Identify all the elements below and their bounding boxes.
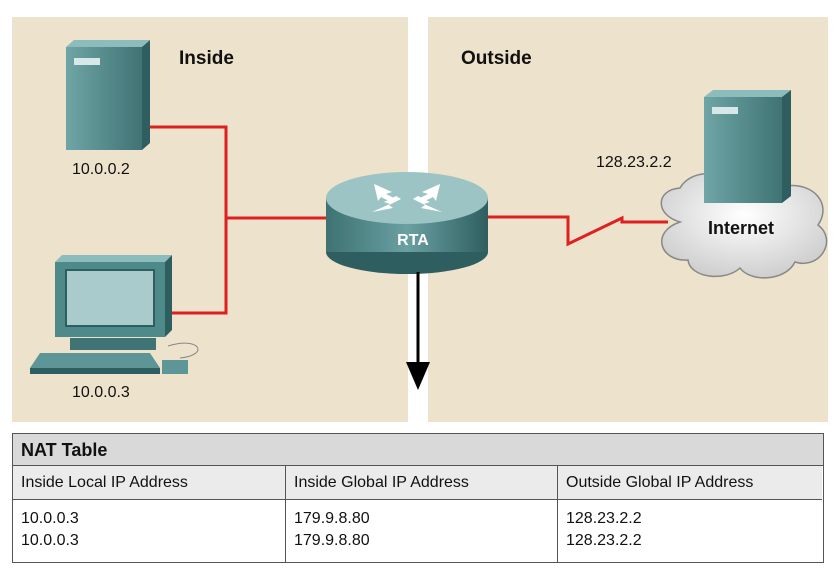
down-arrow-icon [406,272,430,390]
table-cell: 10.0.0.3 [21,510,79,527]
router-label: RTA [397,232,429,249]
link-serial-outside [488,215,668,247]
column-outside-global: 128.23.2.2 128.23.2.2 [557,500,822,562]
table-cell: 128.23.2.2 [566,510,642,527]
table-cell: 179.9.8.80 [294,510,370,527]
inside-server-ip: 10.0.0.2 [72,161,130,178]
table-cell: 128.23.2.2 [566,532,642,549]
inside-zone-label: Inside [179,48,234,69]
inside-pc-ip: 10.0.0.3 [72,384,130,401]
link-server-inside [148,125,228,218]
links [148,125,668,315]
nat-table: NAT Table Inside Local IP Address Inside… [12,433,824,563]
internet-label: Internet [707,218,774,238]
router-icon [326,172,488,274]
outside-server-ip: 128.23.2.2 [596,154,672,171]
column-inside-local: 10.0.0.3 10.0.0.3 [13,500,285,562]
column-header-inside-global: Inside Global IP Address [285,466,557,500]
table-cell: 179.9.8.80 [294,532,370,549]
computer-icon [30,255,199,374]
outside-zone-label: Outside [461,48,532,69]
table-cell: 10.0.0.3 [21,532,79,549]
server-icon [66,40,150,150]
column-header-inside-local: Inside Local IP Address [13,466,285,500]
column-inside-global: 179.9.8.80 179.9.8.80 [285,500,557,562]
nat-table-title: NAT Table [13,434,823,466]
server-icon [704,90,791,203]
column-header-outside-global: Outside Global IP Address [557,466,822,500]
link-pc-inside [170,218,228,315]
